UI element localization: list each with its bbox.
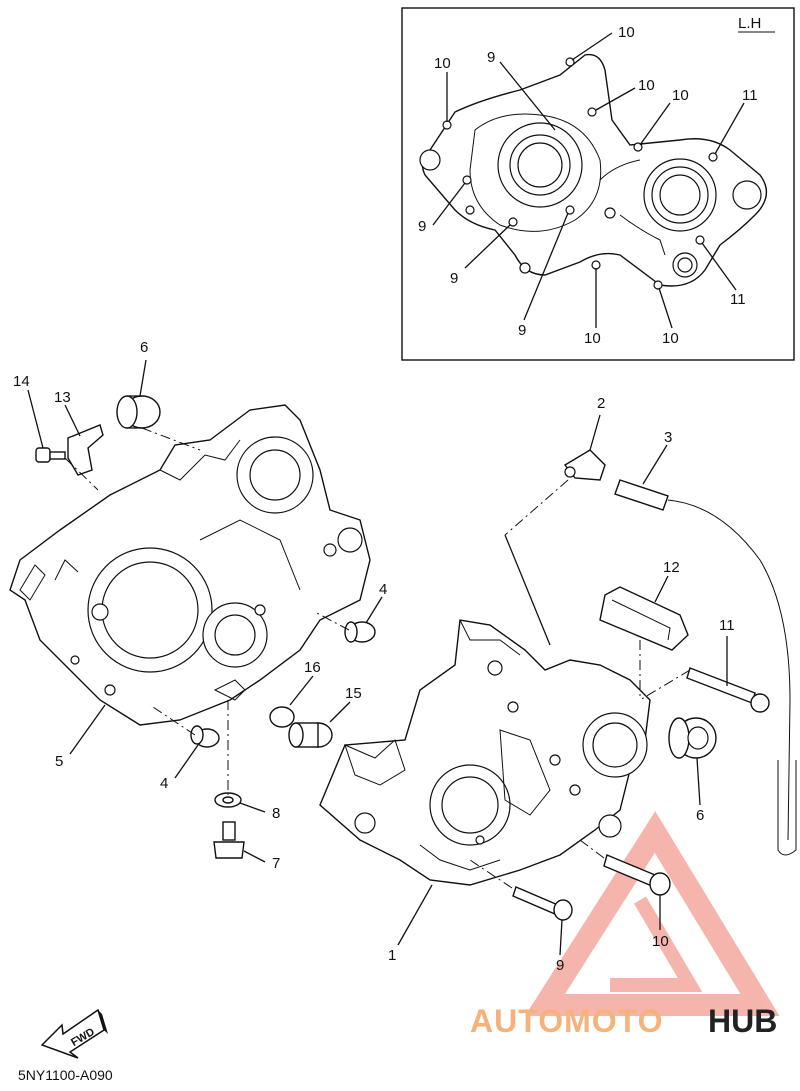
inset-callout-10-d: 10 bbox=[672, 87, 689, 104]
callout-5: 5 bbox=[55, 753, 63, 770]
inset-callout-10-a: 10 bbox=[618, 24, 635, 41]
inset-callout-10-c: 10 bbox=[638, 77, 655, 94]
part-10-bolt bbox=[603, 854, 671, 896]
part-6-upper bbox=[116, 395, 161, 429]
watermark-part1: AUTOMOTO bbox=[470, 1003, 663, 1039]
callout-11: 11 bbox=[719, 617, 735, 634]
callout-7: 7 bbox=[272, 855, 280, 872]
part-8-washer bbox=[214, 792, 242, 808]
inset-callout-10-e: 10 bbox=[584, 330, 601, 347]
inset-callout-10-b: 10 bbox=[434, 55, 451, 72]
part-6-right bbox=[668, 717, 717, 759]
part-15-collar bbox=[288, 722, 333, 748]
assembly-lines bbox=[64, 427, 691, 889]
watermark-logo-triangle bbox=[524, 811, 780, 1016]
part-9-bolt bbox=[512, 886, 573, 921]
callout-10: 10 bbox=[652, 933, 669, 950]
callout-16: 16 bbox=[304, 659, 321, 676]
callout-4-upper: 4 bbox=[379, 581, 387, 598]
inset-callout-11-a: 11 bbox=[742, 87, 758, 104]
part-11-bolt bbox=[686, 667, 770, 713]
inset-callout-9-a: 9 bbox=[487, 49, 495, 66]
inset-left-hand-view: L.H bbox=[401, 7, 795, 361]
crankcase-left-half bbox=[9, 404, 371, 726]
part-16-o-ring bbox=[269, 706, 295, 728]
fwd-arrow-icon: FWD bbox=[40, 1008, 108, 1059]
callout-15: 15 bbox=[345, 685, 362, 702]
part-12-plate bbox=[599, 586, 689, 651]
callout-8: 8 bbox=[272, 805, 280, 822]
callout-9: 9 bbox=[556, 957, 564, 974]
part-13-bracket bbox=[67, 424, 104, 476]
inset-callout-9-c: 9 bbox=[450, 270, 458, 287]
part-2-elbow-fitting bbox=[563, 449, 606, 481]
watermark-part2: HUB bbox=[708, 1003, 777, 1039]
part-4-dowel-upper bbox=[344, 621, 376, 643]
part-4-dowel-lower bbox=[190, 725, 220, 748]
part-7-drain-bolt bbox=[213, 821, 245, 859]
inset-title: L.H bbox=[738, 15, 761, 32]
callout-2: 2 bbox=[597, 395, 605, 412]
crankcase-right-half bbox=[319, 619, 651, 886]
inset-callout-11-b: 11 bbox=[730, 291, 746, 308]
callout-12: 12 bbox=[663, 559, 680, 576]
callout-1: 1 bbox=[388, 947, 396, 964]
callout-6-upper: 6 bbox=[140, 339, 148, 356]
part-14-bolt bbox=[35, 447, 66, 463]
diagram-code: 5NY1100-A090 bbox=[18, 1067, 113, 1083]
inset-callout-9-b: 9 bbox=[418, 218, 426, 235]
callout-4-lower: 4 bbox=[160, 775, 168, 792]
main-callouts: 6 14 13 4 16 15 5 4 8 7 2 3 12 11 6 1 9 … bbox=[13, 339, 735, 974]
inset-callout-10-f: 10 bbox=[662, 330, 679, 347]
main-leader-lines bbox=[27, 359, 728, 956]
callout-14: 14 bbox=[13, 373, 30, 390]
watermark-text: AUTOMOTO HUB bbox=[470, 1003, 777, 1039]
inset-callout-9-d: 9 bbox=[518, 322, 526, 339]
callout-6-right: 6 bbox=[696, 807, 704, 824]
callout-3: 3 bbox=[664, 429, 672, 446]
callout-13: 13 bbox=[54, 389, 71, 406]
part-3-hose bbox=[614, 479, 797, 856]
